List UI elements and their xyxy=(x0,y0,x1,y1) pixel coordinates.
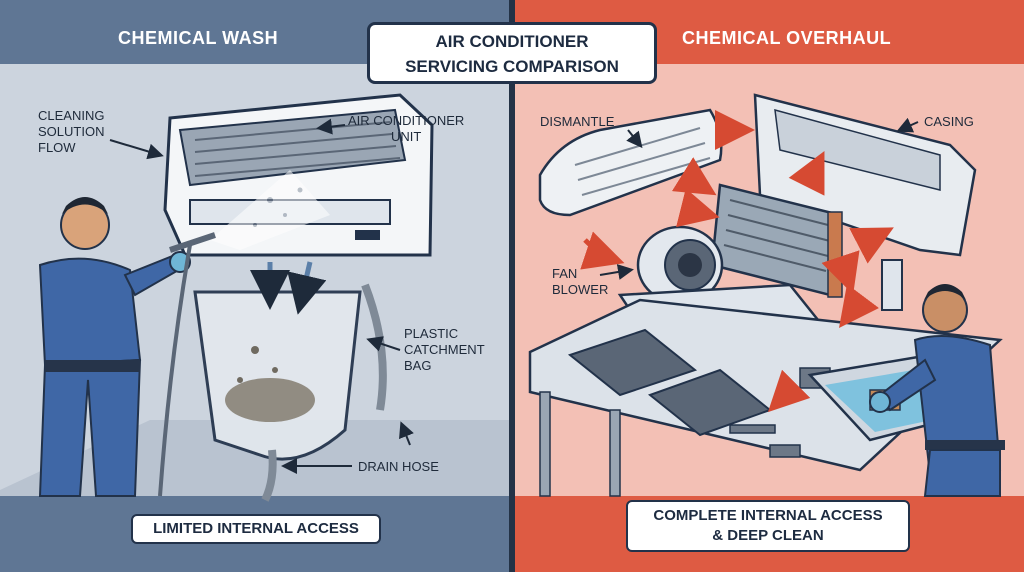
left-header: CHEMICAL WASH xyxy=(118,28,279,48)
air-filters xyxy=(567,328,773,437)
cleaning-solution-label: CLEANING SOLUTION FLOW xyxy=(38,108,104,156)
tool xyxy=(769,444,801,458)
ac-unit-label: AIR CONDITIONER UNIT xyxy=(348,113,464,145)
casing-label: CASING xyxy=(924,114,974,129)
drain-hose-label: DRAIN HOSE xyxy=(358,459,439,474)
title-line-2: SERVICING COMPARISON xyxy=(405,57,619,76)
unit-label-line2: UNIT xyxy=(390,129,422,144)
left-footer-box: LIMITED INTERNAL ACCESS xyxy=(131,514,381,544)
right-footer-box: COMPLETE INTERNAL ACCESS & DEEP CLEAN xyxy=(626,500,910,552)
bag-label-line2: CATCHMENT xyxy=(404,342,485,357)
right-header: CHEMICAL OVERHAUL xyxy=(682,28,892,48)
cleaning-spray xyxy=(210,170,330,250)
left-technician xyxy=(38,197,216,497)
fan-label-line1: FAN xyxy=(552,266,578,281)
bag-label-line3: BAG xyxy=(404,358,432,373)
process-arrows xyxy=(580,110,894,413)
right-footer-line2: & DEEP CLEAN xyxy=(712,527,824,544)
mounting-bracket xyxy=(881,259,903,311)
cleaning-label-line1: CLEANING xyxy=(38,108,105,123)
title-line-1: AIR CONDITIONER xyxy=(435,32,589,51)
dismantle-label: DISMANTLE xyxy=(540,114,615,129)
catchment-bag-label: PLASTIC CATCHMENT BAG xyxy=(404,326,485,374)
tool xyxy=(729,424,776,434)
right-technician xyxy=(869,284,1005,497)
title-box: AIR CONDITIONER SERVICING COMPARISON xyxy=(367,22,657,84)
panel-divider xyxy=(509,0,515,572)
drain-hose xyxy=(261,449,277,502)
bag-label-line1: PLASTIC xyxy=(404,326,459,341)
right-footer-line1: COMPLETE INTERNAL ACCESS xyxy=(653,507,883,524)
left-footer-text: LIMITED INTERNAL ACCESS xyxy=(153,520,359,537)
casing xyxy=(753,93,977,257)
unit-label-line1: AIR CONDITIONER xyxy=(348,113,465,128)
fan-label-line2: BLOWER xyxy=(552,282,609,297)
fan-blower-label: FAN BLOWER xyxy=(552,266,608,298)
catchment-bag xyxy=(193,261,362,461)
air-conditioner-unit xyxy=(163,93,434,257)
cleaning-label-line3: FLOW xyxy=(38,140,76,155)
cleaning-label-line2: SOLUTION xyxy=(38,124,105,139)
